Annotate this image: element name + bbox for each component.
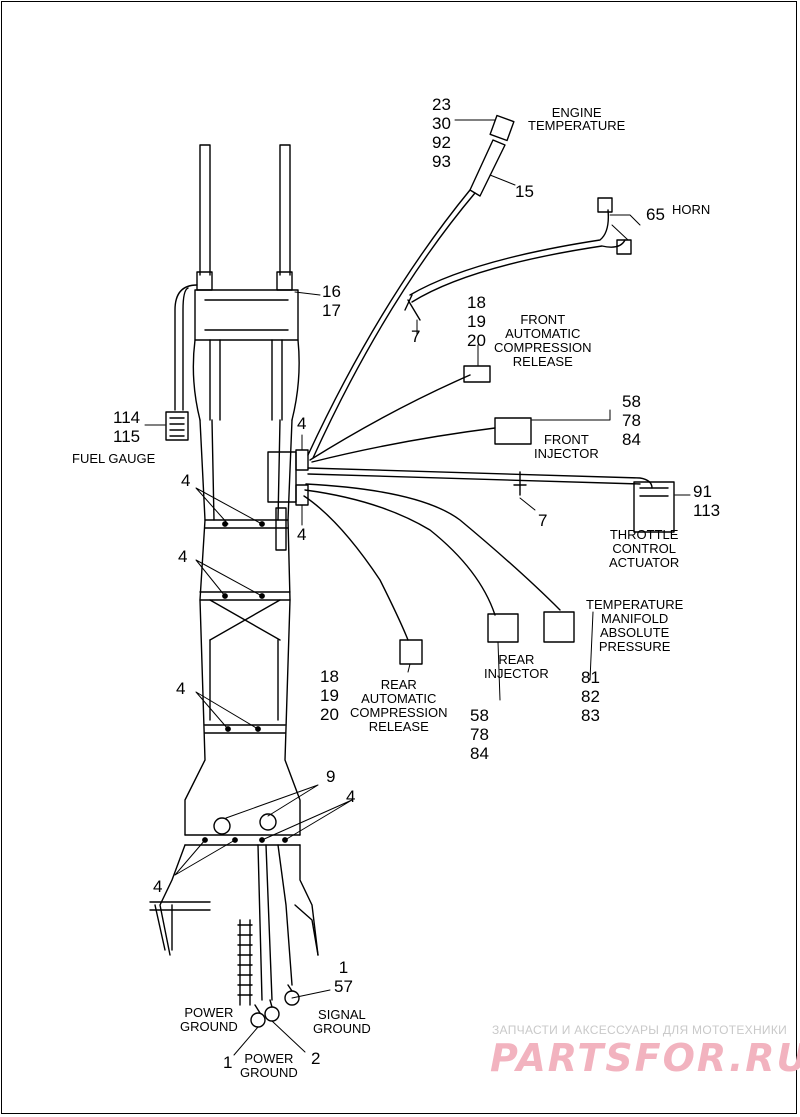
watermark-tagline: ЗАПЧАСТИ И АКСЕССУАРЫ ДЛЯ МОТОТЕХНИКИ (492, 1023, 788, 1037)
item-1-57-label: 1 57 (334, 958, 353, 996)
power-ground-bottom-label: POWER GROUND (240, 1051, 298, 1080)
fuel-gauge-label: FUEL GAUGE (72, 451, 156, 466)
item-7-top-label: 7 (411, 327, 421, 346)
item-15-label: 15 (515, 182, 534, 201)
front-acr-label: FRONT AUTOMATIC COMPRESSION RELEASE (494, 312, 592, 369)
leader-lines (144, 119, 691, 1056)
horn-label: HORN (672, 202, 711, 217)
item-1-bottom-label: 1 (223, 1053, 233, 1072)
front-injector-label: FRONT INJECTOR (534, 432, 599, 461)
rear-injector-label: REAR INJECTOR (484, 652, 549, 681)
power-ground-left-label: POWER GROUND (180, 1005, 238, 1034)
tmap-label: TEMPERATURE MANIFOLD ABSOLUTE PRESSURE (586, 597, 684, 654)
item-16-17-label: 16 17 (322, 282, 341, 320)
frame-upper-rails (192, 144, 300, 521)
item-65-label: 65 (646, 205, 665, 224)
harness-branches (303, 114, 675, 665)
tmap-item-numbers: 81 82 83 (581, 668, 600, 725)
cable-ties (202, 521, 288, 843)
item-9-label: 9 (326, 767, 336, 786)
item-7-mid-label: 7 (538, 511, 548, 530)
engine-temperature-label: ENGINE TEMPERATURE (528, 105, 626, 133)
watermark-brand: PARTSFOR.RU (490, 1036, 800, 1080)
item-4-tie-rear-right: 4 (346, 787, 356, 806)
front-acr-item-numbers: 18 19 20 (467, 293, 486, 350)
tca-item-numbers: 91 113 (693, 482, 721, 520)
rear-injector-item-numbers: 58 78 84 (470, 706, 489, 763)
throttle-control-actuator-label: THROTTLE CONTROL ACTUATOR (609, 527, 680, 570)
frame-body (184, 519, 301, 846)
fuel-gauge-wire (165, 284, 198, 441)
engine-temp-item-numbers: 23 30 92 93 (432, 95, 451, 171)
item-2-bottom-label: 2 (311, 1049, 321, 1068)
item-4-tie-rear-left: 4 (153, 877, 163, 896)
item-4-junction-top: 4 (297, 414, 307, 433)
item-4-tie-upper: 4 (181, 471, 191, 490)
front-injector-item-numbers: 58 78 84 (622, 392, 641, 449)
item-4-tie-middle: 4 (178, 547, 188, 566)
lower-harness (149, 844, 319, 1028)
item-4-junction-bottom: 4 (297, 525, 307, 544)
item-4-tie-lower: 4 (176, 679, 186, 698)
rear-acr-item-numbers: 18 19 20 (320, 667, 339, 724)
signal-ground-label: SIGNAL GROUND (313, 1007, 371, 1036)
fuel-gauge-item-numbers: 114 115 (113, 408, 141, 446)
rear-acr-label: REAR AUTOMATIC COMPRESSION RELEASE (350, 677, 448, 734)
